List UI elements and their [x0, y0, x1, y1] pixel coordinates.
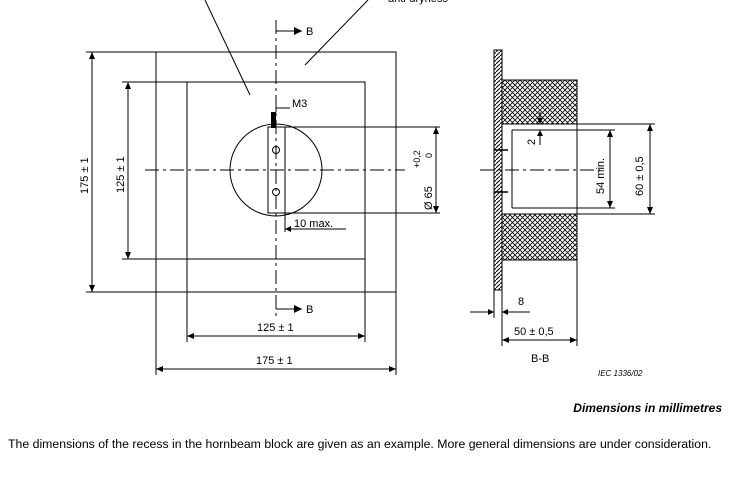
section-view: [480, 49, 600, 291]
width-outer-dimension: [155, 292, 397, 375]
plate-thickness-dimension: [470, 290, 530, 318]
units-note: Dimensions in millimetres: [573, 401, 722, 415]
plate-thickness-label: 8: [518, 296, 524, 308]
figure-reference: IEC 1336/02: [598, 369, 643, 378]
slot-width-dimension: [284, 213, 346, 232]
recess-height-label: 54 min.: [595, 158, 607, 194]
technical-drawing: anti-dryness B B M3 10 ma: [79, 0, 655, 378]
slot-width-label: 10 max.: [294, 218, 333, 230]
width-outer-label: 175 ± 1: [256, 355, 293, 367]
section-marker-top: B: [276, 26, 313, 38]
leader-lines: [204, 0, 369, 96]
diameter-label: Ø 65: [423, 186, 435, 210]
diameter-dimension: [285, 126, 440, 214]
screw-label: M3: [275, 98, 307, 112]
section-marker-bottom: B: [276, 304, 313, 316]
recess-height-dimension: [577, 129, 615, 209]
top-cutoff-label: anti-dryness: [388, 0, 448, 5]
svg-text:B: B: [306, 26, 313, 38]
total-depth-label: 50 ± 0,5: [514, 326, 554, 338]
svg-text:B: B: [306, 304, 313, 316]
width-inner-dimension: [186, 259, 366, 342]
front-view: [145, 20, 405, 320]
screw-head: [271, 112, 276, 128]
hornbeam-block-lower: [501, 213, 578, 261]
svg-text:M3: M3: [292, 98, 307, 110]
diameter-tol-lower: 0: [424, 153, 434, 158]
height-outer-label: 175 ± 1: [79, 157, 91, 194]
min-depth-dimension: [537, 112, 543, 145]
block-height-label: 60 ± 0,5: [634, 156, 646, 196]
height-inner-dimension: [122, 81, 187, 260]
diameter-tol-upper: +0,2: [412, 150, 422, 168]
height-inner-label: 125 ± 1: [115, 156, 127, 193]
height-outer-dimension: [86, 51, 156, 293]
footnote-text: The dimensions of the recess in the horn…: [8, 437, 712, 451]
width-inner-label: 125 ± 1: [257, 322, 294, 334]
min-depth-label: 2: [526, 139, 538, 145]
total-depth-dimension: [501, 260, 578, 346]
block-height-dimension: [577, 123, 655, 215]
section-title: B-B: [531, 353, 549, 365]
